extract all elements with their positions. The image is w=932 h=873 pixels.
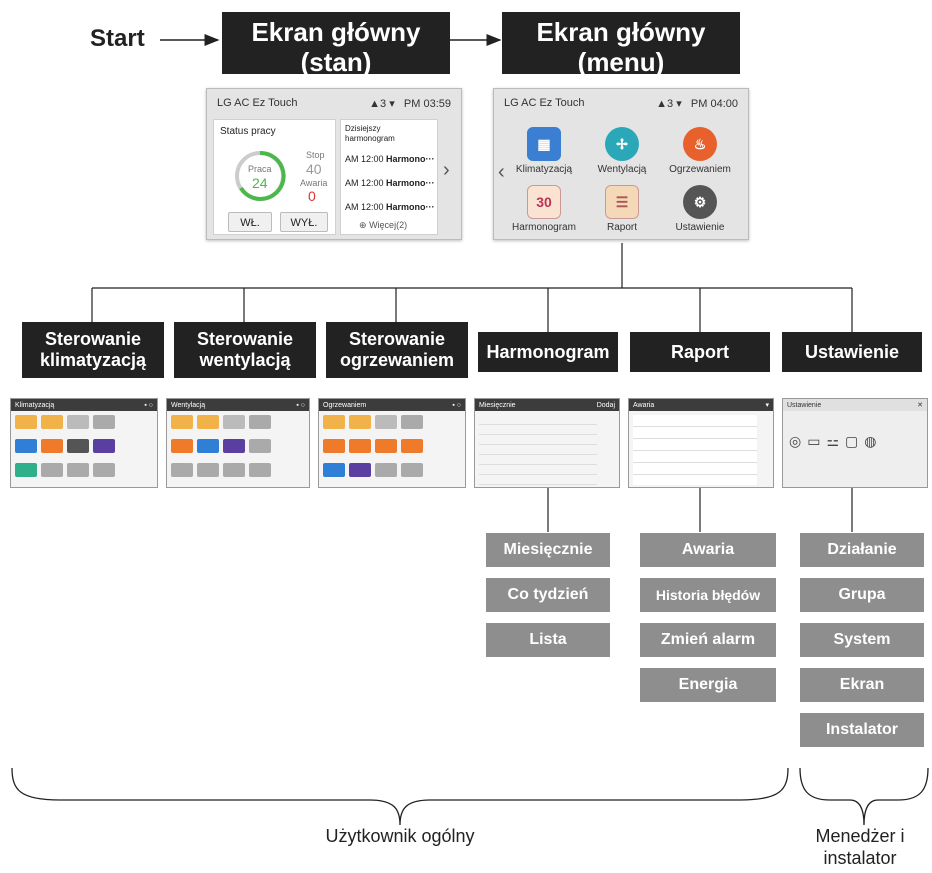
app-title: LG AC Ez Touch <box>217 97 298 109</box>
status-screen: LG AC Ez Touch ▲3 ▾ PM 03:59 Status prac… <box>206 88 462 240</box>
calendar-grid[interactable] <box>479 415 597 485</box>
menu-item-settings[interactable]: ⚙ Ustawienie <box>660 185 740 233</box>
fault-value: 0 <box>308 188 316 204</box>
sub-report-alarm: Zmień alarm <box>640 623 776 657</box>
chevron-left-icon[interactable]: ‹ <box>498 161 505 183</box>
report-screen-thumb: Awaria▾ <box>628 398 774 488</box>
menu-screen: LG AC Ez Touch ▲3 ▾ PM 04:00 ‹ ▦ Klimaty… <box>493 88 749 240</box>
status-ring <box>235 150 286 201</box>
calendar-icon: 30 <box>527 185 561 219</box>
warning-icon[interactable]: ▲ <box>369 97 381 110</box>
menu-item-report[interactable]: ☰ Raport <box>582 185 662 233</box>
general-user-label: Użytkownik ogólny <box>325 826 475 846</box>
category-schedule: Harmonogram <box>478 332 618 372</box>
on-button[interactable]: WŁ. <box>228 212 272 232</box>
schedule-row[interactable]: AM 12:00 Harmono··· <box>345 202 435 212</box>
sub-schedule-monthly: Miesięcznie <box>486 533 610 567</box>
sub-schedule-list: Lista <box>486 623 610 657</box>
sub-settings-installer: Instalator <box>800 713 924 747</box>
ring-label: Praca <box>248 164 272 174</box>
schedule-row[interactable]: AM 12:00 Harmono··· <box>345 154 435 164</box>
off-button[interactable]: WYŁ. <box>280 212 328 232</box>
panel-title: Status pracy <box>220 126 276 137</box>
stop-label: Stop <box>306 150 325 160</box>
sub-settings-operation: Działanie <box>800 533 924 567</box>
schedule-row[interactable]: AM 12:00 Harmono··· <box>345 178 435 188</box>
heating-icon: ♨ <box>683 127 717 161</box>
menu-screen-header: Ekran główny (menu) <box>502 12 740 77</box>
manager-installer-label: Menedżer i instalator <box>815 826 905 868</box>
report-table[interactable] <box>633 415 757 485</box>
app-title: LG AC Ez Touch <box>504 97 585 109</box>
chevron-right-icon[interactable]: › <box>443 159 450 181</box>
gear-icon: ⚙ <box>683 185 717 219</box>
category-report: Raport <box>630 332 770 372</box>
category-settings: Ustawienie <box>782 332 922 372</box>
schedule-panel: Dzisiejszy harmonogram AM 12:00 Harmono·… <box>340 119 438 235</box>
menu-item-heating[interactable]: ♨ Ogrzewaniem <box>660 127 740 175</box>
plus-icon: ⊕ <box>359 220 367 230</box>
sub-settings-group: Grupa <box>800 578 924 612</box>
sub-schedule-weekly: Co tydzień <box>486 578 610 612</box>
start-label: Start <box>90 25 145 52</box>
report-icon: ☰ <box>605 185 639 219</box>
clock: PM 03:59 <box>403 97 451 110</box>
more-link[interactable]: ⊕ Więcej(2) <box>359 220 408 230</box>
fan-icon: ✢ <box>605 127 639 161</box>
schedule-title: Dzisiejszy harmonogram <box>345 124 395 143</box>
menu-item-aircon[interactable]: ▦ Klimatyzacją <box>504 127 584 175</box>
status-screen-header: Ekran główny (stan) <box>222 12 450 77</box>
settings-screen-thumb: Ustawienie✕ ◎▭⚍▢◍ <box>782 398 928 488</box>
ventilation-screen-thumb: Wentylacją▪ ○ <box>166 398 310 488</box>
fault-label: Awaria <box>300 178 328 188</box>
sub-report-energy: Energia <box>640 668 776 702</box>
sub-report-fault: Awaria <box>640 533 776 567</box>
settings-icons[interactable]: ◎▭⚍▢◍ <box>789 433 883 449</box>
sub-settings-screen: Ekran <box>800 668 924 702</box>
stop-value: 40 <box>306 161 322 177</box>
menu-item-ventilation[interactable]: ✢ Wentylacją <box>582 127 662 175</box>
aircon-screen-thumb: Klimatyzacją▪ ○ <box>10 398 158 488</box>
heating-screen-thumb: Ogrzewaniem▪ ○ <box>318 398 466 488</box>
aircon-grid-icon: ▦ <box>527 127 561 161</box>
warning-icon[interactable]: ▲ <box>656 97 668 110</box>
sub-report-history: Historia błędów <box>640 578 776 612</box>
menu-item-schedule[interactable]: 30 Harmonogram <box>504 185 584 233</box>
sub-settings-system: System <box>800 623 924 657</box>
clock: PM 04:00 <box>690 97 738 110</box>
ring-value: 24 <box>252 175 268 191</box>
close-icon[interactable]: ✕ <box>917 402 923 409</box>
status-panel: Status pracy Praca 24 Stop 40 Awaria 0 W… <box>213 119 336 235</box>
